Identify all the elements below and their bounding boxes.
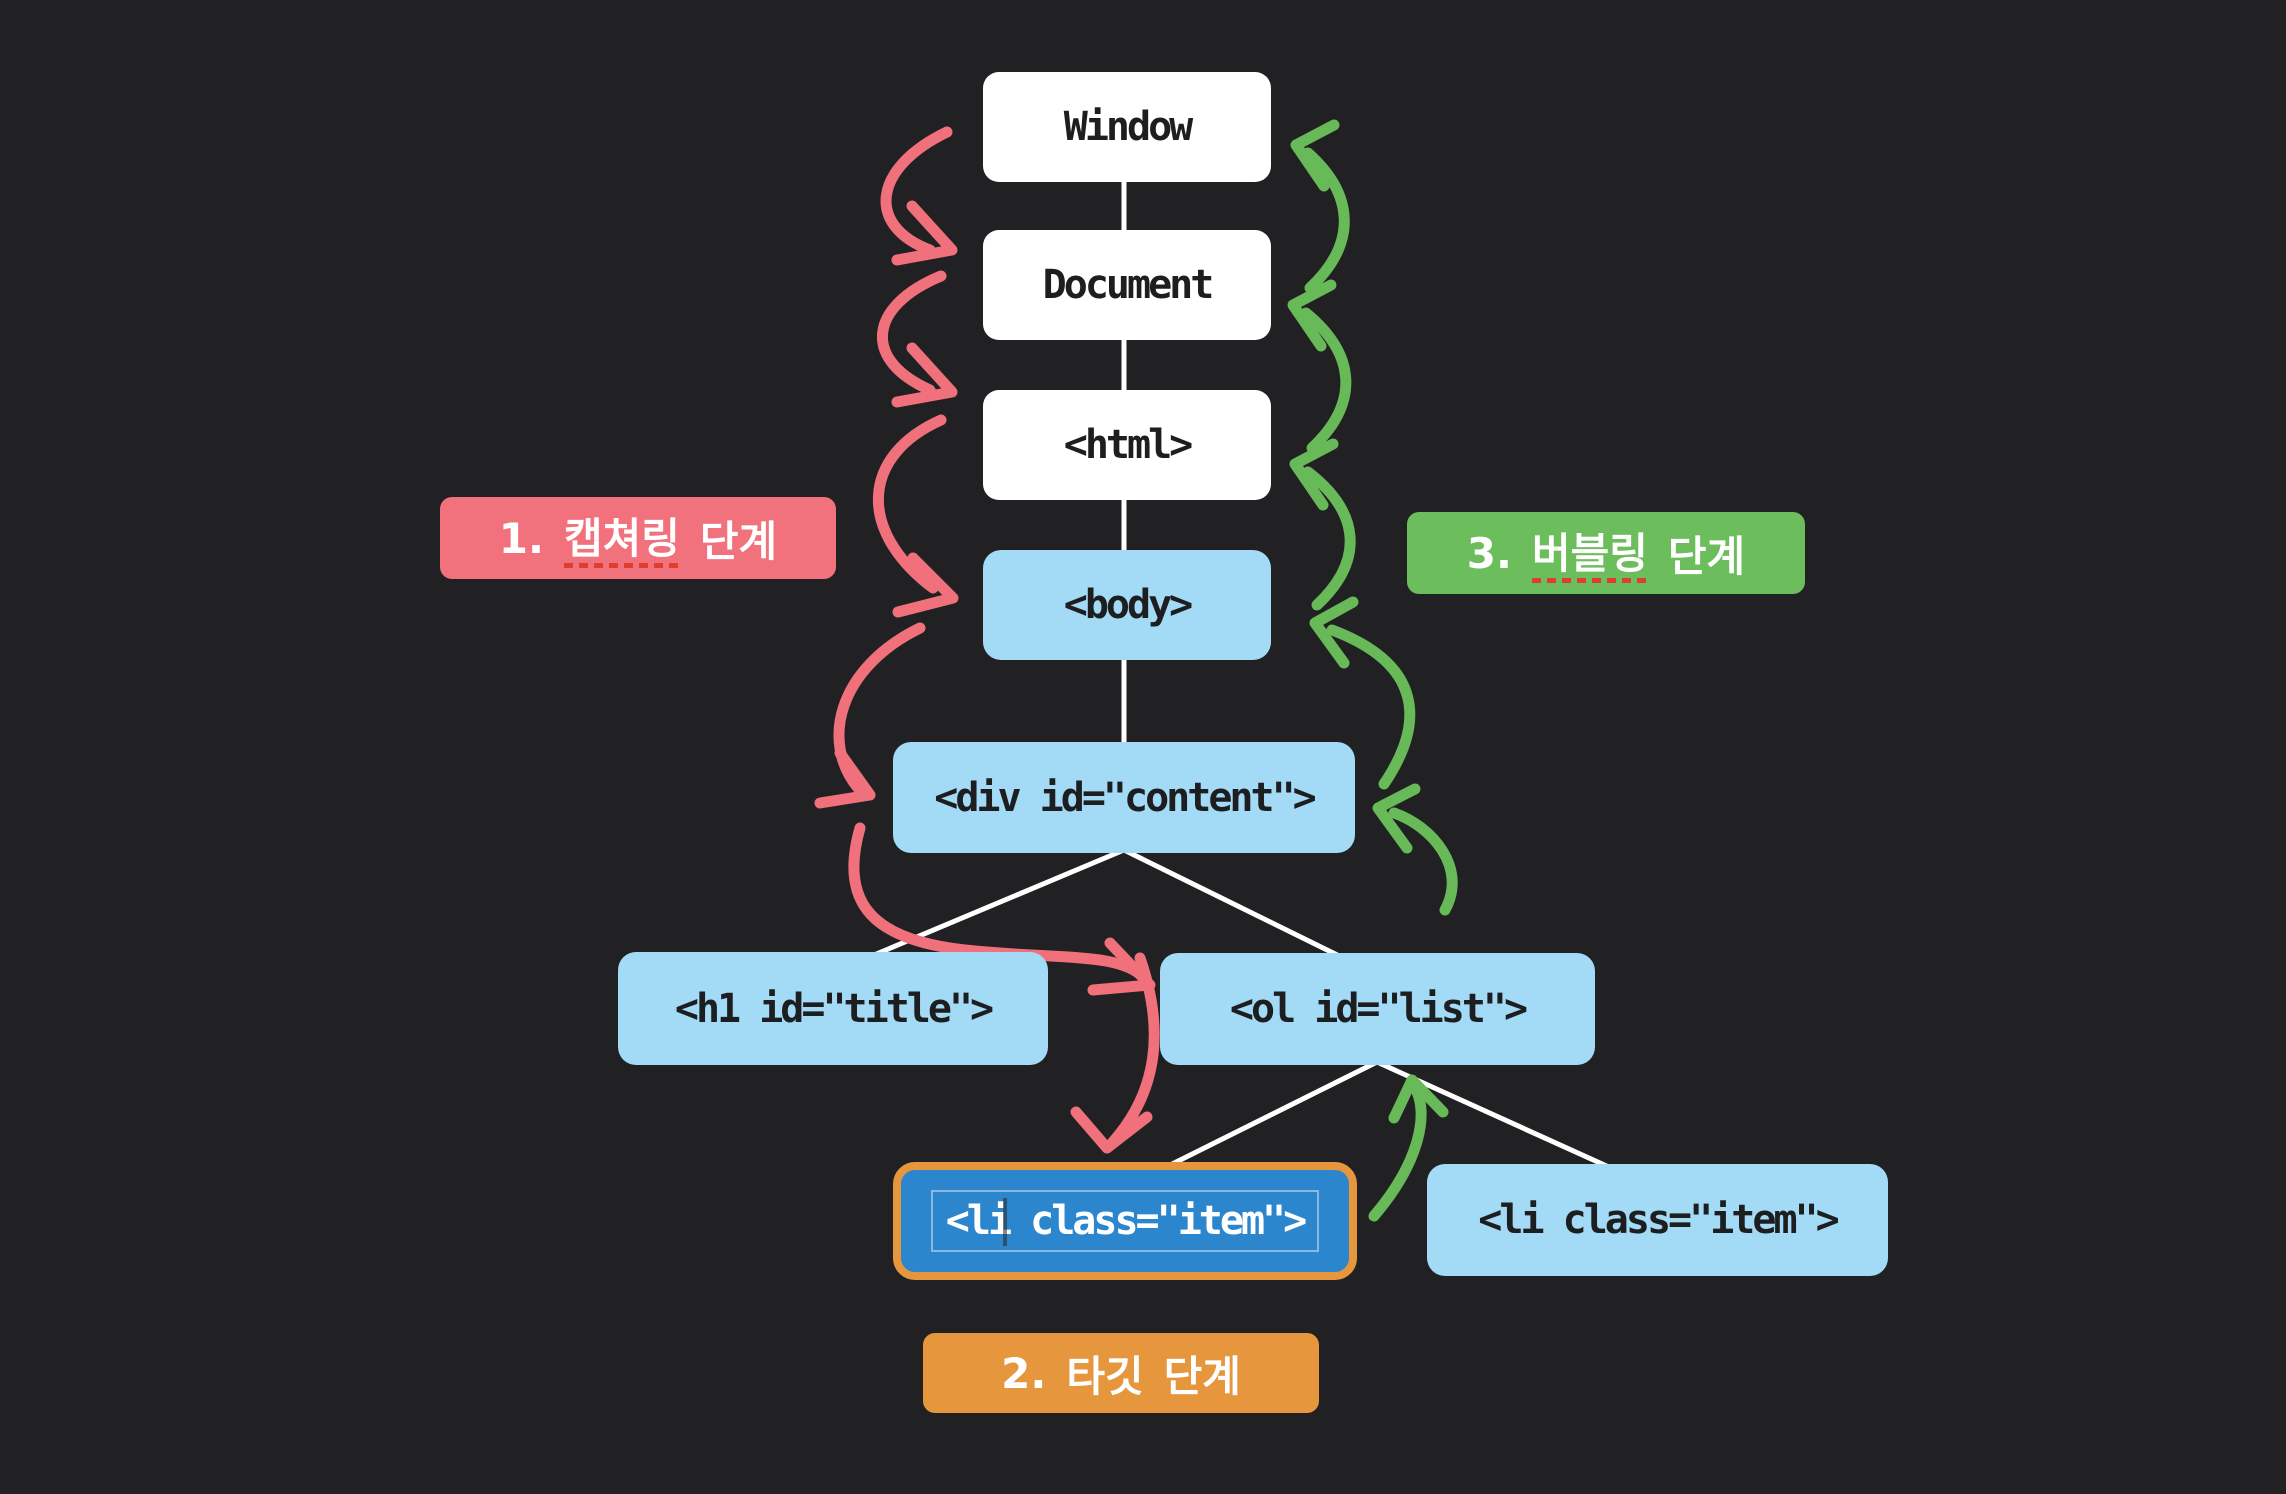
node-h1-title[interactable]: <h1 id="title"> <box>618 952 1048 1065</box>
label-bubbling-phase[interactable]: 3. 버블링 단계 <box>1407 512 1805 594</box>
bubble-arrow-ol-div[interactable] <box>1388 807 1458 916</box>
node-window[interactable]: Window <box>983 72 1271 182</box>
capture-arrowhead-4 <box>814 747 876 809</box>
bubble-arrowhead-2 <box>1372 783 1421 854</box>
node-div-content[interactable]: <div id="content"> <box>893 742 1355 853</box>
capturing-phase-number: 1. <box>498 513 544 563</box>
target-phase-word: 타깃 <box>1066 1351 1144 1401</box>
bubble-arrow-document-window[interactable] <box>1302 147 1350 294</box>
bubble-arrow-body-html[interactable] <box>1302 466 1356 611</box>
capture-arrow-html-body[interactable] <box>872 414 947 594</box>
node-html-label: <html> <box>1063 422 1193 468</box>
bubble-arrowhead-3 <box>1309 596 1359 669</box>
capture-arrow-document-html[interactable] <box>876 270 947 396</box>
node-li-sibling[interactable]: <li class="item"> <box>1427 1164 1888 1276</box>
bubbling-phase-number: 3. <box>1466 528 1512 578</box>
node-li-target-label: <li class="item"> <box>945 1198 1307 1244</box>
capture-arrow-to-target[interactable] <box>1106 952 1160 1149</box>
text-cursor <box>1003 1198 1007 1246</box>
target-phase-number: 2. <box>1001 1348 1047 1398</box>
bubbling-phase-word: 버블링 <box>1531 519 1648 587</box>
target-phase-rest: 단계 <box>1163 1351 1241 1401</box>
bubble-arrowhead-4 <box>1289 438 1339 511</box>
capture-arrowhead-2 <box>891 342 958 408</box>
node-document[interactable]: Document <box>983 230 1271 340</box>
node-li-sibling-label: <li class="item"> <box>1478 1197 1839 1243</box>
node-body[interactable]: <body> <box>983 550 1271 660</box>
bubble-arrowhead-5 <box>1287 279 1337 352</box>
node-html[interactable]: <html> <box>983 390 1271 500</box>
bubbling-phase-rest: 단계 <box>1667 531 1746 581</box>
node-div-content-label: <div id="content"> <box>934 774 1316 821</box>
node-h1-title-label: <h1 id="title"> <box>674 985 994 1032</box>
node-body-label: <body> <box>1063 582 1193 628</box>
label-target-phase[interactable]: 2. 타깃 단계 <box>923 1333 1319 1413</box>
capture-arrow-window-document[interactable] <box>880 126 953 256</box>
capturing-phase-word: 캡쳐링 <box>563 504 680 572</box>
node-li-target[interactable]: <li class="item"> <box>893 1162 1357 1280</box>
bubble-arrow-html-document[interactable] <box>1300 307 1352 454</box>
capture-arrow-div-down[interactable] <box>848 822 1150 984</box>
bubble-arrow-div-body[interactable] <box>1326 624 1416 790</box>
capturing-phase-rest: 단계 <box>699 516 778 566</box>
node-window-label: Window <box>1063 104 1193 150</box>
label-capturing-phase[interactable]: 1. 캡쳐링 단계 <box>440 497 836 579</box>
text-selection-rect <box>931 1190 1319 1252</box>
node-ol-list[interactable]: <ol id="list"> <box>1160 953 1595 1065</box>
bubble-arrow-li-ol[interactable] <box>1368 1080 1427 1222</box>
bubbling-arrows <box>1287 119 1458 1222</box>
node-ol-list-label: <ol id="list"> <box>1229 986 1528 1032</box>
capture-arrowhead-3 <box>892 552 959 618</box>
node-document-label: Document <box>1042 262 1215 308</box>
bubble-arrowhead-6 <box>1290 119 1340 192</box>
capturing-arrows <box>814 126 1160 1154</box>
capture-arrowhead-6 <box>1070 1106 1153 1154</box>
bubble-arrowhead-1 <box>1388 1074 1449 1124</box>
capture-arrowhead-1 <box>891 200 958 266</box>
